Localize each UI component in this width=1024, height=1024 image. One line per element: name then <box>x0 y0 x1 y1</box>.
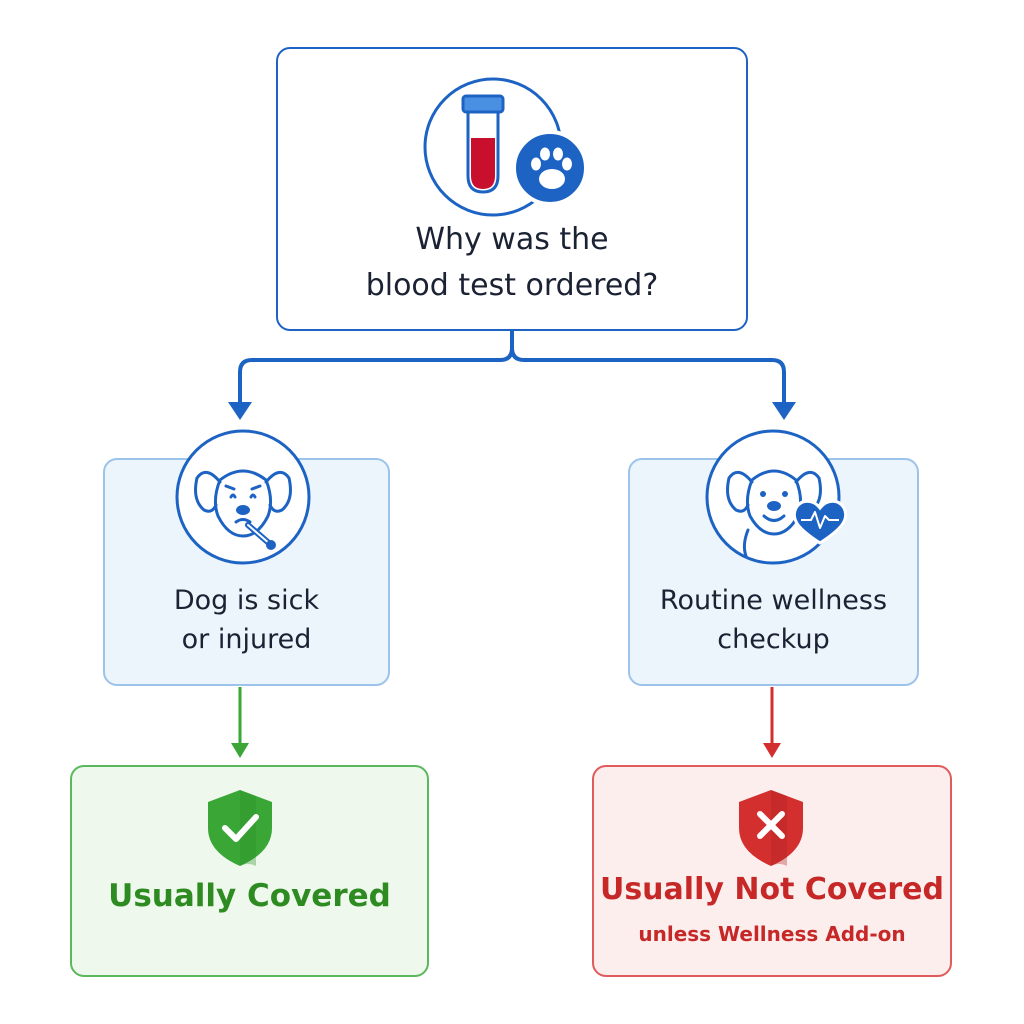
not-covered-outcome-sublabel: unless Wellness Add-on <box>638 922 906 946</box>
arrow-to-sick-branch <box>228 402 252 420</box>
arrow-to-covered <box>231 743 249 758</box>
sick-dog-thermometer-icon <box>175 429 311 565</box>
wellness-branch-label-line2: checkup <box>717 624 830 655</box>
covered-outcome-label: Usually Covered <box>108 878 391 914</box>
question-text-line2: blood test ordered? <box>365 268 659 303</box>
heartbeat-icon <box>792 499 848 545</box>
arrow-to-not-covered <box>763 743 781 758</box>
question-text-line1: Why was the <box>415 222 609 257</box>
not-covered-outcome-label: Usually Not Covered <box>599 872 945 907</box>
root-connector <box>238 329 786 404</box>
shield-x-icon <box>739 790 803 866</box>
wellness-branch-label-line1: Routine wellness <box>659 585 888 616</box>
arrow-to-wellness-branch <box>772 402 796 420</box>
sick-branch-label-line1: Dog is sick <box>173 585 320 616</box>
sick-branch-label-line2: or injured <box>181 624 312 655</box>
paw-icon <box>512 130 588 206</box>
shield-check-icon <box>208 790 272 866</box>
